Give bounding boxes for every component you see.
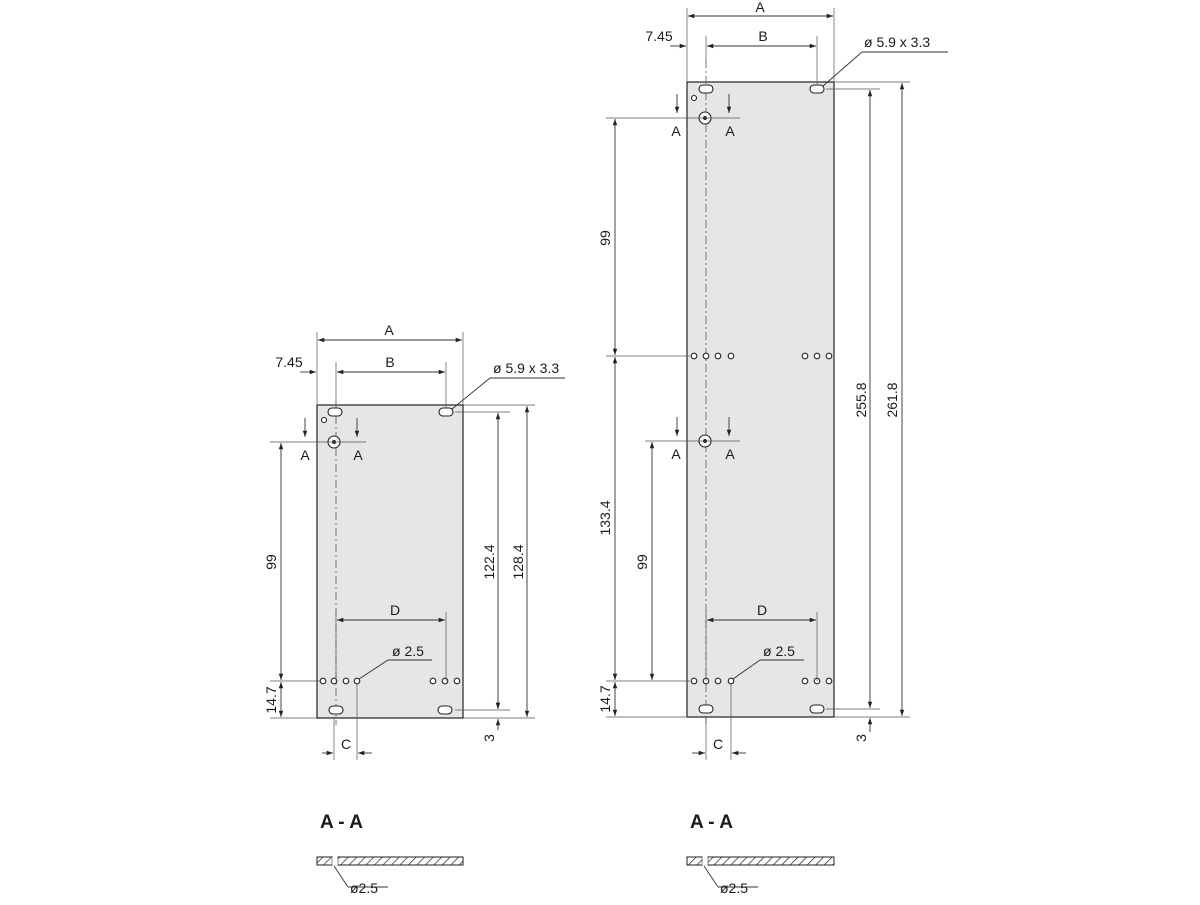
- large-dim-99-lower-label: 99: [634, 554, 650, 570]
- small-slot-label: ø 5.9 x 3.3: [493, 360, 559, 376]
- section-left-hole-label: ø2.5: [350, 880, 378, 896]
- large-slot-top-right: [809, 84, 825, 94]
- large-dim-255-8-label: 255.8: [853, 382, 869, 417]
- large-hole-dia-label: ø 2.5: [763, 643, 795, 659]
- large-slot-bottom-left: [698, 704, 714, 714]
- small-slot-bottom-right: [437, 705, 453, 715]
- large-hole-row-bottom-right: [801, 677, 833, 685]
- section-left-title: A - A: [320, 812, 363, 833]
- small-dim-d-label: D: [390, 602, 400, 618]
- small-dim-edge-label: 7.45: [275, 354, 302, 370]
- large-section-mark-top-right: A: [725, 123, 735, 139]
- small-dim-3-label: 3: [481, 734, 497, 742]
- large-dim-3-label: 3: [853, 734, 869, 742]
- small-section-mark-left: A: [300, 447, 310, 463]
- small-dim-c-label: C: [341, 736, 351, 752]
- large-hole-row-bottom-left: [690, 677, 735, 685]
- large-hole-row-middle-right: [801, 352, 833, 360]
- large-slot-label: ø 5.9 x 3.3: [864, 34, 930, 50]
- small-dim-a-label: A: [384, 322, 394, 338]
- large-dim-edge-label: 7.45: [645, 28, 672, 44]
- large-section-mark-mid-right: A: [725, 446, 735, 462]
- small-slot-bottom-left: [328, 705, 344, 715]
- large-section-mark-mid-left: A: [671, 446, 681, 462]
- small-hole-marker: [320, 416, 328, 424]
- small-hole-dia-label: ø 2.5: [392, 643, 424, 659]
- small-panel-plate: [316, 404, 464, 719]
- small-dim-128-4-label: 128.4: [510, 544, 526, 579]
- large-dim-133-4-label: 133.4: [597, 500, 613, 535]
- large-dim-d-label: D: [757, 602, 767, 618]
- section-right-hole-label: ø2.5: [720, 880, 748, 896]
- large-dim-99-upper-label: 99: [597, 230, 613, 246]
- small-panel: A B 7.45 ø 5.9 x 3.3 A A 99 14.7: [263, 322, 565, 760]
- small-dim-99-label: 99: [263, 554, 279, 570]
- large-hole-marker: [690, 94, 698, 102]
- section-right-title: A - A: [690, 812, 733, 833]
- small-slot-top-right: [438, 407, 454, 417]
- large-panel: A B 7.45 ø 5.9 x 3.3 A A A A 99 133.4: [597, 0, 948, 760]
- small-dim-122-4-label: 122.4: [481, 544, 497, 579]
- small-dim-b-label: B: [385, 354, 394, 370]
- small-slot-top-left: [327, 407, 343, 417]
- large-slot-bottom-right: [809, 704, 825, 714]
- large-dim-a-label: A: [755, 0, 765, 15]
- large-panel-plate: [686, 81, 835, 718]
- large-slot-top-left: [698, 84, 714, 94]
- small-section-mark-right: A: [353, 447, 363, 463]
- small-dim-14-7-label: 14.7: [263, 686, 279, 713]
- large-hole-row-middle-left: [690, 352, 735, 360]
- large-dim-c-label: C: [713, 736, 723, 752]
- large-dim-14-7-label: 14.7: [597, 685, 613, 712]
- large-dim-b-label: B: [758, 28, 767, 44]
- large-dim-261-8-label: 261.8: [884, 382, 900, 417]
- section-right: A - A ø2.5: [686, 812, 835, 896]
- large-section-mark-top-left: A: [671, 123, 681, 139]
- small-hole-row-right: [429, 677, 461, 685]
- small-hole-row-left: [319, 677, 361, 685]
- section-left: A - A ø2.5: [316, 812, 464, 896]
